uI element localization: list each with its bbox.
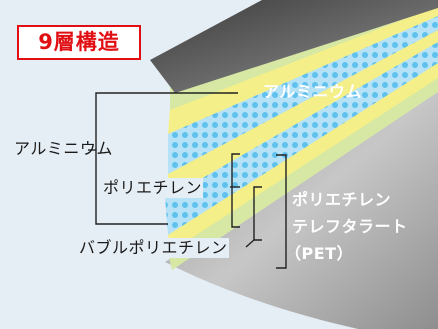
pet-layer-2 (168, 26, 438, 198)
polyethylene-bracket (231, 153, 240, 228)
layer-count-badge: 9層構造 (17, 25, 141, 60)
bubble-layer-lower (165, 38, 438, 235)
aluminum-layer-bottom (165, 88, 438, 329)
pet-label-line2: テレフタラート (292, 217, 408, 236)
aluminum-layer-top (150, 0, 438, 93)
pet-layer-1 (168, 2, 438, 134)
bubble-leader (245, 239, 255, 248)
pet-label-line3: （PET） (285, 244, 354, 263)
polyethylene-label: ポリエチレン (102, 178, 204, 198)
polyethylene-layer-bottom (168, 75, 438, 270)
pet-label-line1: ポリエチレン (292, 190, 392, 209)
bubble-layer-upper (168, 12, 438, 174)
aluminum-bracket (95, 92, 238, 225)
bubble-polyethylene-label: バブルポリエチレン (78, 238, 229, 258)
top-aluminum-label: アルミニウム (263, 82, 362, 101)
pet-layer-3 (168, 60, 438, 252)
pet-bracket (276, 154, 287, 269)
bubble-bracket (253, 186, 262, 241)
aluminum-label: アルミニウム (14, 139, 113, 158)
